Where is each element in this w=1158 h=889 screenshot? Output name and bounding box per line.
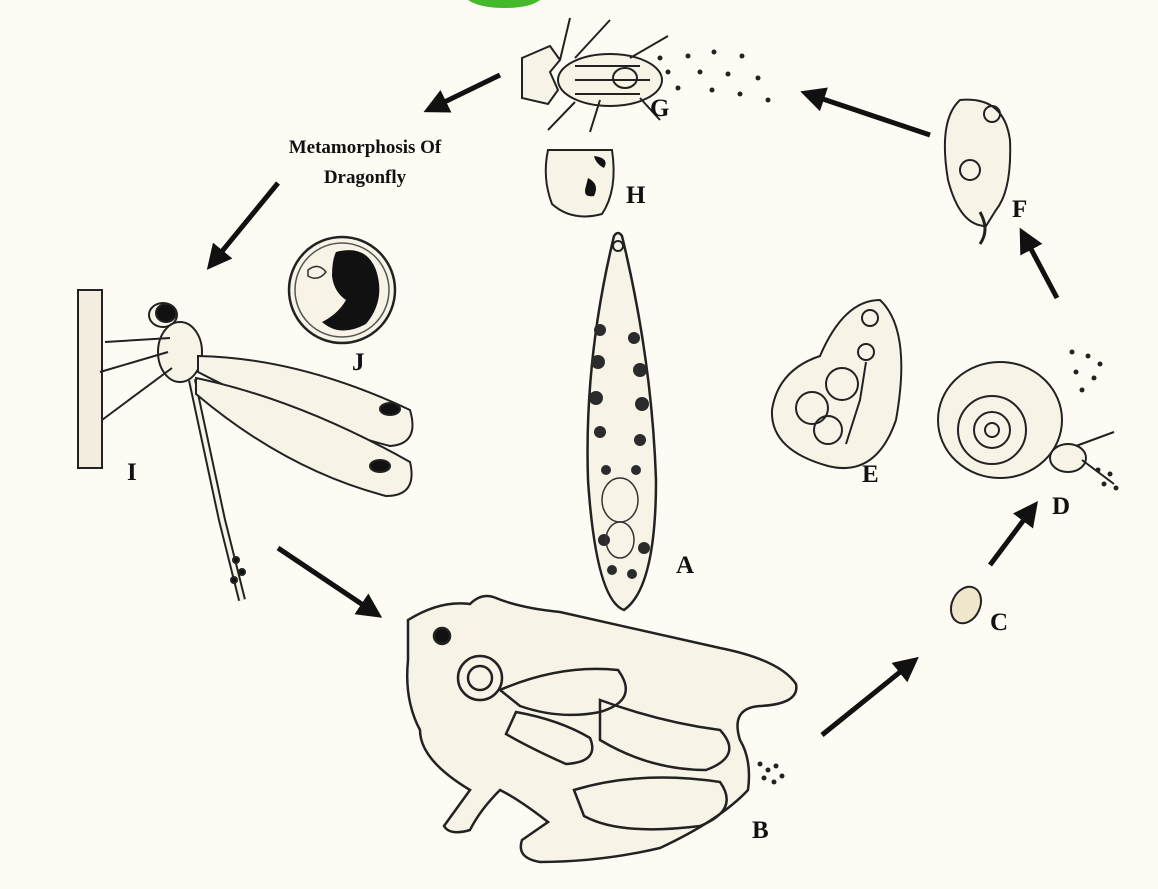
stage-a-fluke [588, 233, 656, 610]
stage-j-metacercaria [289, 237, 395, 343]
stage-h-cyst [546, 150, 614, 216]
caption-metamorphosis-of-dragonfly: Metamorphosis Of Dragonfly [200, 133, 530, 193]
stage-b-frog [407, 596, 796, 862]
stage-e-sporocyst [772, 300, 901, 468]
arrow-g-to-caption [428, 75, 500, 110]
arrow-f-to-g [805, 93, 930, 135]
label-h: H [626, 183, 645, 208]
arrow-d-to-f [1022, 232, 1057, 298]
label-e: E [862, 462, 879, 487]
label-i: I [127, 460, 137, 485]
green-blob-decoration [468, 0, 540, 8]
label-f: F [1012, 197, 1027, 222]
stage-g-nymph [522, 18, 668, 132]
label-a: A [676, 553, 694, 578]
arrow-b-to-c [822, 660, 915, 735]
stage-c-egg [945, 582, 986, 628]
caption-line-1: Metamorphosis Of [200, 133, 530, 163]
stage-f-cercaria [945, 100, 1010, 244]
stage-b-eggs [758, 762, 785, 785]
label-d: D [1052, 494, 1070, 519]
arrow-i-to-b [278, 548, 378, 615]
label-j: J [352, 350, 365, 375]
arrow-caption-to-i [210, 183, 278, 266]
stage-d-snail [938, 362, 1114, 484]
arrow-c-to-d [990, 505, 1035, 565]
label-b: B [752, 818, 769, 843]
caption-line-2: Dragonfly [200, 163, 530, 193]
label-g: G [650, 96, 669, 121]
label-c: C [990, 610, 1008, 635]
stage-g-dots [658, 50, 771, 103]
